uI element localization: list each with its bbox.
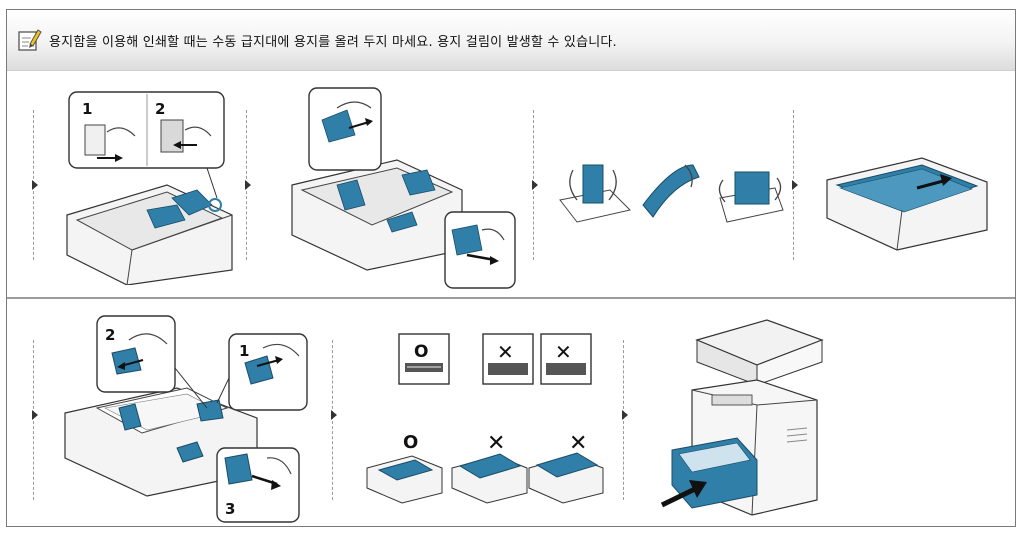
tray-mark-bad: ✕: [487, 431, 505, 456]
callout-number: 1: [82, 100, 92, 118]
callout-number: 1: [239, 342, 249, 360]
limit-box-bad: ✕: [540, 333, 592, 385]
section-divider: [7, 297, 1015, 299]
limit-box-ok: O: [398, 333, 450, 385]
step-divider: [332, 340, 333, 500]
step-arrow-icon: [331, 410, 337, 420]
tray-mark-ok: O: [403, 432, 418, 453]
illustration-adjust-guides: 1 2: [66, 91, 233, 285]
limit-box-bad: ✕: [482, 333, 534, 385]
step-arrow-icon: [245, 180, 251, 190]
note-pencil-icon: [18, 29, 42, 51]
step-arrow-icon: [792, 180, 798, 190]
illustration-paper-limit: O ✕ ✕ O ✕ ✕: [366, 333, 604, 504]
tray-mark-bad: ✕: [569, 431, 587, 456]
step-arrow-icon: [532, 180, 538, 190]
note-banner: 용지함을 이용해 인쇄할 때는 수동 급지대에 용지를 올려 두지 마세요. 용…: [7, 10, 1015, 71]
limit-mark-ok: O: [414, 342, 428, 362]
callout-number: 2: [155, 100, 165, 118]
illustration-slide-guides: [291, 87, 516, 289]
illustration-insert-tray-printer: [660, 319, 824, 516]
illustration-paper-in-tray: 2 1 3: [64, 315, 308, 523]
step-arrow-icon: [32, 410, 38, 420]
callout-number: 2: [105, 326, 115, 344]
document-frame: 용지함을 이용해 인쇄할 때는 수동 급지대에 용지를 올려 두지 마세요. 용…: [6, 9, 1016, 527]
callout-number: 3: [225, 500, 235, 518]
step-arrow-icon: [32, 180, 38, 190]
note-text: 용지함을 이용해 인쇄할 때는 수동 급지대에 용지를 올려 두지 마세요. 용…: [49, 35, 617, 50]
step-arrow-icon: [622, 410, 628, 420]
illustration-fan-paper: [559, 164, 784, 223]
step-divider: [623, 340, 624, 500]
limit-mark-bad: ✕: [555, 340, 572, 364]
step-divider: [33, 340, 34, 500]
limit-mark-bad: ✕: [497, 340, 514, 364]
illustration-load-paper: [826, 157, 988, 251]
